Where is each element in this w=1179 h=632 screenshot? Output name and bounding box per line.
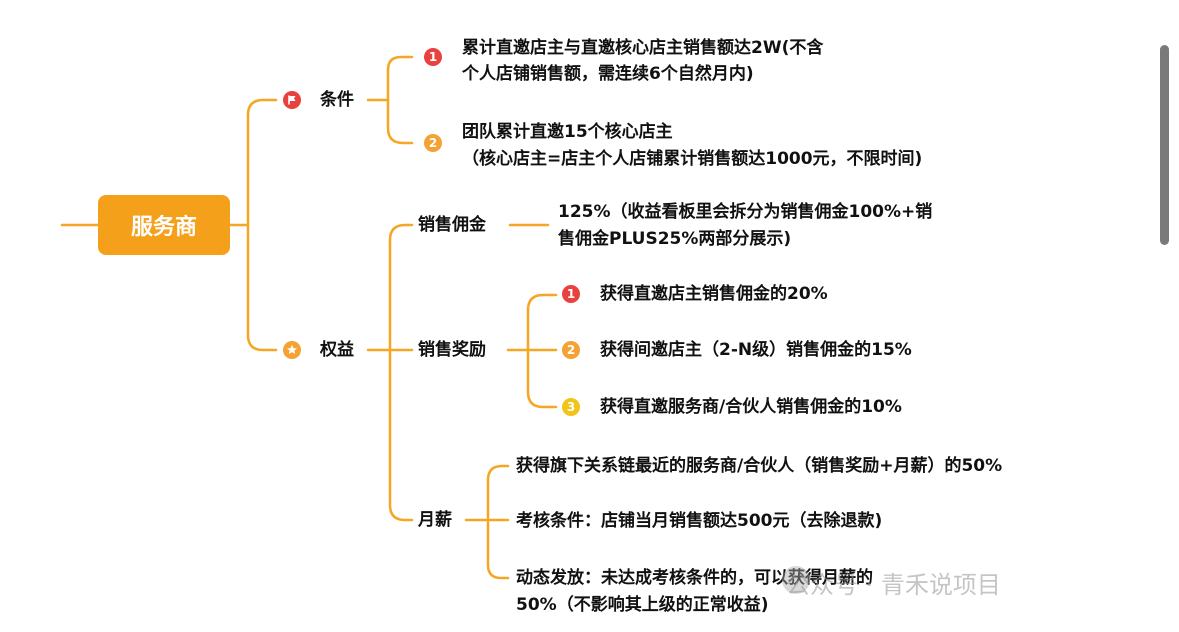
condition-1-line-1: 累计直邀店主与直邀核心店主销售额达2W(不含 [462,38,824,58]
wechat-icon [782,566,810,594]
condition-2-line-2: （核心店主=店主个人店铺累计销售额达1000元，不限时间) [462,149,923,169]
condition-1-line-2: 个人店铺销售额，需连续6个自然月内) [462,64,754,84]
badge-reward-1: 1 [562,285,580,303]
badge-reward-3: 3 [562,398,580,416]
salary-2-text: 考核条件：店铺当月销售额达500元（去除退款) [516,511,883,531]
vertical-scrollbar[interactable] [1160,45,1169,245]
rights-commission: 销售佣金 [418,215,486,235]
root-label: 服务商 [130,215,197,240]
condition-2-line-1: 团队累计直邀15个核心店主 [462,122,673,142]
branch-rights: 权益 [320,340,354,360]
reward-2-text: 获得间邀店主（2-N级）销售佣金的15% [600,340,912,360]
branch-conditions: 条件 [320,90,354,110]
root-node-service-provider: 服务商 [98,195,230,255]
reward-1-text: 获得直邀店主销售佣金的20% [600,284,828,304]
salary-3-line-1: 动态发放：未达成考核条件的，可以获得月薪的 [516,568,873,588]
reward-3-text: 获得直邀服务商/合伙人销售佣金的10% [600,397,902,417]
salary-1-text: 获得旗下关系链最近的服务商/合伙人（销售奖励+月薪）的50% [516,456,1003,476]
salary-3-line-2: 50%（不影响其上级的正常收益) [516,595,769,615]
badge-reward-2: 2 [562,341,580,359]
badge-condition-1: 1 [424,48,442,66]
commission-line-2: 售佣金PLUS25%两部分展示) [558,229,792,249]
rights-reward: 销售奖励 [418,340,486,360]
commission-line-1: 125%（收益看板里会拆分为销售佣金100%+销 [558,202,933,222]
star-icon [283,341,301,359]
flag-icon [283,91,301,109]
rights-salary: 月薪 [418,510,452,530]
badge-condition-2: 2 [424,134,442,152]
watermark: 公众号 · 青禾说项目 [786,571,1001,599]
